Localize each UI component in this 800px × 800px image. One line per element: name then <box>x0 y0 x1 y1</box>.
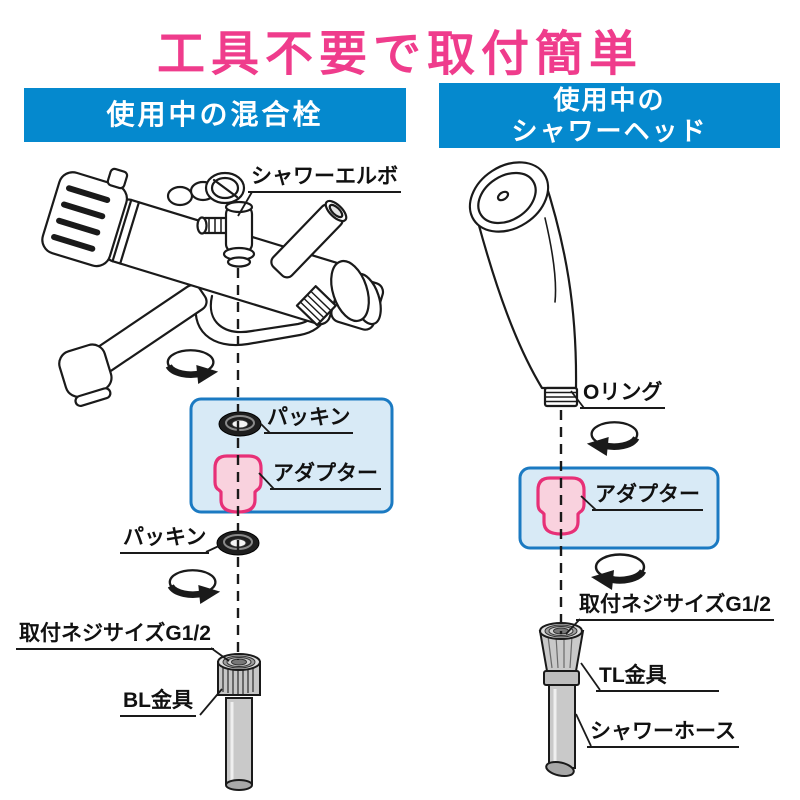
rotate-arrow-icon <box>168 350 218 384</box>
gasket-ring-icon-upper <box>218 411 262 437</box>
mixing-faucet-illustration <box>41 167 385 408</box>
label-adapter-left: アダプター <box>270 461 381 491</box>
left-column-header: 使用中の混合栓 <box>24 88 406 142</box>
label-packing-lower: パッキン <box>120 525 210 555</box>
shower-hose-tube <box>548 684 576 769</box>
right-column-header-line1: 使用中の <box>553 85 666 115</box>
label-packing-upper: パッキン <box>264 405 354 435</box>
bl-fitting-illustration <box>217 653 261 791</box>
rotate-arrow-icon <box>591 555 644 591</box>
page-title: 工具不要で取付簡単 <box>156 28 643 81</box>
right-column-header: 使用中の シャワーヘッド <box>439 83 780 148</box>
label-thread-size-left: 取付ネジサイズG1/2 <box>16 621 214 651</box>
rotate-arrow-icon <box>170 570 220 604</box>
right-column-header-line2: シャワーヘッド <box>511 116 708 146</box>
rotate-arrow-icon <box>587 422 637 456</box>
label-tl-fitting: TL金具 <box>596 663 719 693</box>
label-shower-elbow: シャワーエルボ <box>248 164 401 194</box>
label-bl-fitting: BL金具 <box>120 688 196 718</box>
shower-elbow-part <box>196 200 256 268</box>
shower-head-illustration <box>468 161 579 408</box>
label-o-ring: Oリング <box>580 380 666 410</box>
tl-fitting-illustration <box>538 622 585 777</box>
label-shower-hose: シャワーホース <box>587 719 739 749</box>
label-thread-size-right: 取付ネジサイズG1/2 <box>576 592 774 622</box>
o-ring-threaded-tip <box>543 386 579 408</box>
callout-leader-lines <box>199 191 601 747</box>
label-adapter-right: アダプター <box>592 482 703 512</box>
